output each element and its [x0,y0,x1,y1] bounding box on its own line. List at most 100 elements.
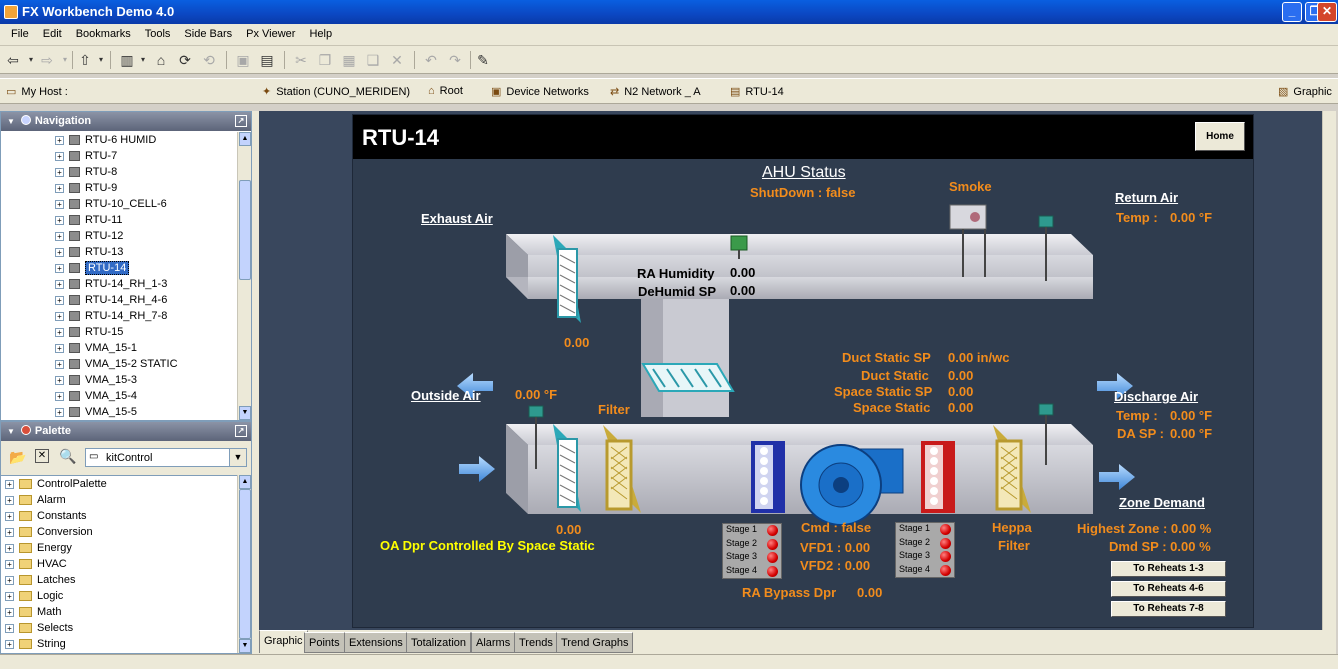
nav-item[interactable]: +RTU-6 HUMID [55,134,156,150]
nav-item[interactable]: +RTU-8 [55,166,117,182]
tab-extensions[interactable]: Extensions [344,632,408,653]
redo-icon[interactable]: ↷ [449,52,461,68]
close-button[interactable]: ✕ [1317,2,1337,22]
menu-file[interactable]: File [11,28,29,40]
expand-icon[interactable]: + [55,183,64,193]
forward-dropdown-icon[interactable]: ▾ [62,55,67,64]
n2-network-crumb[interactable]: ⇄N2 Network _ A [610,86,701,98]
nav-item[interactable]: +RTU-11 [55,214,123,230]
scroll-down-icon[interactable]: ▼ [239,406,251,420]
expand-icon[interactable]: + [5,575,14,585]
expand-icon[interactable]: + [55,151,64,161]
expand-icon[interactable]: + [55,295,64,305]
tab-graphic[interactable]: Graphic [259,630,308,653]
palette-item[interactable]: +Conversion [5,526,93,542]
device-networks-crumb[interactable]: ▣Device Networks [491,86,589,98]
to-reheats-4-6-button[interactable]: To Reheats 4-6 [1111,581,1226,597]
delete-icon[interactable]: ✕ [391,52,403,68]
refresh-icon[interactable]: ⟳ [179,52,191,68]
maximize-panel-icon[interactable]: ↗ [235,115,247,127]
expand-icon[interactable]: + [5,495,14,505]
nav-item[interactable]: +VMA_15-3 [55,374,137,390]
menu-side-bars[interactable]: Side Bars [184,28,233,40]
expand-icon[interactable]: + [5,591,14,601]
maximize-palette-icon[interactable]: ↗ [235,425,247,437]
scroll-up-icon[interactable]: ▲ [239,132,251,146]
expand-icon[interactable]: + [5,639,14,649]
edit-icon[interactable]: ✎ [477,52,489,68]
back-dropdown-icon[interactable]: ▾ [28,55,33,64]
menu-px-viewer[interactable]: Px Viewer [246,28,296,40]
expand-icon[interactable]: + [5,623,14,633]
palette-item[interactable]: +Latches [5,574,76,590]
expand-icon[interactable]: + [55,327,64,337]
expand-icon[interactable]: + [55,391,64,401]
palette-item[interactable]: +HVAC [5,558,67,574]
cut-icon[interactable]: ✂ [295,52,307,68]
to-reheats-7-8-button[interactable]: To Reheats 7-8 [1111,601,1226,617]
palette-scroll-thumb[interactable] [239,489,251,639]
expand-icon[interactable]: + [5,607,14,617]
palette-item[interactable]: +Alarm [5,494,66,510]
duplicate-icon[interactable]: ❑ [366,52,380,68]
side-bar-icon[interactable]: ▥ [120,52,134,68]
palette-item[interactable]: +Energy [5,542,72,558]
nav-item[interactable]: +VMA_15-4 [55,390,137,406]
copy-icon[interactable]: ❐ [318,52,332,68]
view-selector[interactable]: ▧Graphic [1278,86,1332,98]
to-reheats-1-3-button[interactable]: To Reheats 1-3 [1111,561,1226,577]
menu-tools[interactable]: Tools [144,28,171,40]
nav-item[interactable]: +RTU-14_RH_1-3 [55,278,167,294]
nav-item[interactable]: +RTU-7 [55,150,117,166]
palette-item[interactable]: +Math [5,606,61,622]
expand-icon[interactable]: + [55,359,64,369]
graphic-scrollbar[interactable] [1322,111,1336,630]
expand-icon[interactable]: + [55,263,64,273]
nav-item[interactable]: +RTU-12 [55,230,123,246]
paste-icon[interactable]: ▦ [342,52,356,68]
tab-trends[interactable]: Trends [514,632,558,653]
expand-icon[interactable]: + [55,231,64,241]
rtu14-crumb[interactable]: ▤RTU-14 [730,86,784,98]
navigation-scrollbar[interactable]: ▲ ▼ [237,132,251,420]
root-crumb[interactable]: ⌂Root [428,85,463,97]
menu-edit[interactable]: Edit [42,28,62,40]
palette-item[interactable]: +ControlPalette [5,478,107,494]
expand-icon[interactable]: + [5,527,14,537]
menu-help[interactable]: Help [309,28,333,40]
expand-icon[interactable]: + [55,343,64,353]
expand-icon[interactable]: + [5,559,14,569]
expand-icon[interactable]: + [55,279,64,289]
palette-item[interactable]: +String [5,638,66,653]
palette-item[interactable]: +Selects [5,622,73,638]
save-bg-icon[interactable]: ▤ [260,52,274,68]
tab-alarms[interactable]: Alarms [471,632,516,653]
expand-icon[interactable]: + [5,479,14,489]
expand-icon[interactable]: + [55,407,64,417]
nav-item[interactable]: +RTU-14 [55,261,130,278]
expand-icon[interactable]: + [55,247,64,257]
palette-item[interactable]: +Constants [5,510,87,526]
forward-icon[interactable]: ⇨ [41,52,53,68]
nav-item[interactable]: +VMA_15-5 [55,406,137,420]
home-button[interactable]: Home [1195,122,1245,151]
back-icon[interactable]: ⇦ [7,52,19,68]
nav-item[interactable]: +RTU-9 [55,182,117,198]
up-level-icon[interactable]: ⇧ [79,52,91,68]
expand-icon[interactable]: + [55,311,64,321]
palette-scroll-down-icon[interactable]: ▼ [239,639,251,653]
palette-header[interactable]: ▼Palette↗ [1,422,251,441]
chevron-down-icon[interactable]: ▼ [229,449,246,466]
tab-points[interactable]: Points [304,632,345,653]
tab-totalization[interactable]: Totalization [406,632,472,653]
nav-item[interactable]: +RTU-15 [55,326,123,342]
palette-scrollbar[interactable]: ▲ ▼ [237,475,251,653]
refresh-disabled-icon[interactable]: ⟲ [203,52,215,68]
find-palette-icon[interactable]: 🔍 [59,448,77,464]
menu-bookmarks[interactable]: Bookmarks [75,28,131,40]
close-palette-icon[interactable]: ✕ [35,449,49,463]
nav-item[interactable]: +RTU-14_RH_7-8 [55,310,167,326]
host-crumb[interactable]: ▭My Host : [6,86,68,98]
navigation-scroll-thumb[interactable] [239,180,251,280]
up-dropdown-icon[interactable]: ▾ [98,55,103,64]
